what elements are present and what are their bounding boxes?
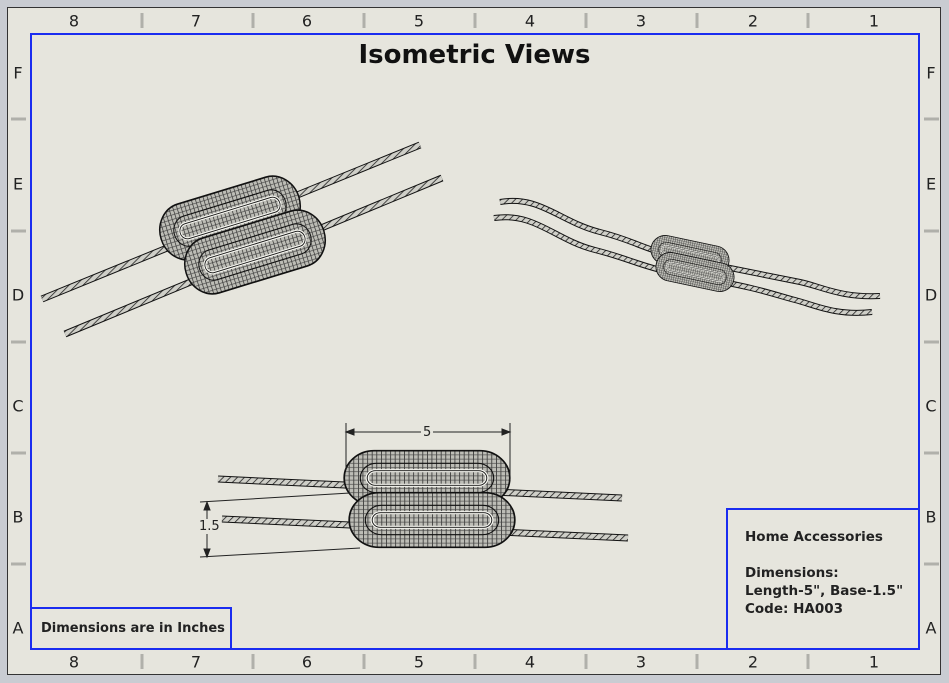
column-label-top: 5 [413, 11, 425, 31]
row-label-right: D [924, 285, 938, 305]
row-label-right: C [925, 396, 937, 416]
column-label-bottom: 8 [68, 652, 80, 672]
row-label-left: E [12, 174, 24, 194]
drawing-frame [30, 33, 920, 650]
isometric-view-top-right [493, 197, 881, 316]
column-label-bottom: 5 [413, 652, 425, 672]
row-label-left: D [11, 285, 25, 305]
column-label-top: 4 [524, 11, 536, 31]
dimensions-label: Dimensions: [745, 565, 839, 581]
column-label-bottom: 3 [635, 652, 647, 672]
column-label-top: 3 [635, 11, 647, 31]
row-label-left: F [13, 63, 23, 83]
column-label-top: 7 [190, 11, 202, 31]
row-label-right: E [925, 174, 937, 194]
column-label-bottom: 6 [301, 652, 313, 672]
product-name: Home Accessories [745, 529, 883, 545]
row-label-left: A [12, 618, 24, 638]
column-label-top: 1 [868, 11, 880, 31]
row-label-right: A [925, 618, 937, 638]
column-label-bottom: 2 [747, 652, 759, 672]
base-dimension: 1.5 [199, 519, 220, 534]
column-label-bottom: 1 [868, 652, 880, 672]
column-label-bottom: 4 [524, 652, 536, 672]
drawing-sheet [7, 7, 941, 675]
column-label-bottom: 7 [190, 652, 202, 672]
column-label-top: 8 [68, 11, 80, 31]
row-label-right: B [925, 507, 937, 527]
row-label-left: B [12, 507, 24, 527]
title-block: Home Accessories Dimensions: Length-5", … [726, 508, 920, 650]
sheet-title: Isometric Views [358, 40, 591, 70]
units-note-text: Dimensions are in Inches [41, 621, 225, 636]
isometric-view-bottom [217, 448, 629, 550]
length-dimension: 5 [421, 425, 434, 440]
isometric-view-top-left [40, 141, 444, 338]
product-code: Code: HA003 [745, 601, 844, 617]
units-note: Dimensions are in Inches [30, 607, 232, 650]
column-label-top: 2 [747, 11, 759, 31]
dimensions-value: Length-5", Base-1.5" [745, 583, 904, 599]
column-label-top: 6 [301, 11, 313, 31]
row-label-right: F [926, 63, 936, 83]
row-label-left: C [12, 396, 24, 416]
